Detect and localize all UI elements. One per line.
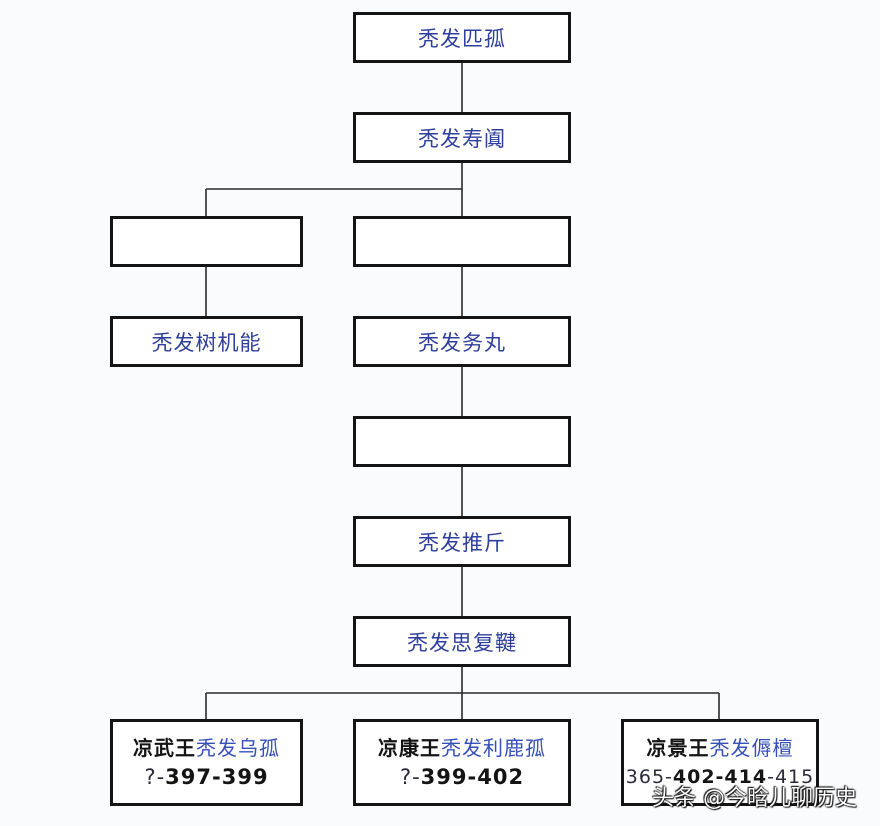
- node-tufa-sifujian: 秃发思复鞬: [353, 616, 571, 667]
- node-ruler-wuwang: 凉武王秃发乌孤 ?-397-399: [110, 719, 303, 806]
- ruler-years-prefix: ?-: [144, 764, 166, 789]
- node-label: 秃发树机能: [151, 330, 262, 355]
- ruler-years-reign: 399-402: [420, 764, 525, 789]
- node-label: 秃发推斤: [418, 530, 506, 555]
- node-label: 秃发匹孤: [418, 26, 506, 51]
- ruler-years: ?-397-399: [144, 762, 268, 792]
- node-label: 秃发务丸: [418, 330, 506, 355]
- ruler-years-prefix: 365-: [625, 765, 673, 788]
- ruler-years: ?-399-402: [400, 762, 524, 792]
- node-blank-middle: [353, 416, 571, 467]
- node-ruler-jingwang: 凉景王秃发傉檀 365-402-414-415: [621, 719, 819, 806]
- node-tufa-pigu: 秃发匹孤: [353, 12, 571, 63]
- ruler-name: 秃发利鹿孤: [441, 735, 546, 760]
- ruler-years-suffix: -415: [767, 765, 815, 788]
- node-label: 秃发思复鞬: [407, 630, 517, 655]
- node-blank-right: [353, 216, 571, 267]
- node-tufa-shujineng: 秃发树机能: [110, 316, 303, 367]
- ruler-years: 365-402-414-415: [626, 762, 814, 792]
- ruler-years-prefix: ?-: [399, 764, 421, 789]
- node-label: 秃发寿阗: [418, 126, 506, 151]
- node-tufa-wuwan: 秃发务丸: [353, 316, 571, 367]
- ruler-name: 秃发傉檀: [709, 735, 794, 760]
- ruler-title: 凉景王秃发傉檀: [647, 734, 794, 762]
- ruler-name: 秃发乌孤: [196, 735, 280, 760]
- ruler-years-reign: 402-414: [672, 765, 768, 788]
- ruler-title: 凉武王秃发乌孤: [133, 734, 280, 762]
- ruler-years-reign: 397-399: [165, 764, 269, 789]
- node-blank-left: [110, 216, 303, 267]
- node-tufa-tuijin: 秃发推斤: [353, 516, 571, 567]
- ruler-title-prefix: 凉武王: [133, 735, 196, 760]
- ruler-title-prefix: 凉康王: [378, 735, 441, 760]
- watermark-text: 头条 @今晗儿聊历史: [652, 786, 857, 811]
- node-tufa-shoutian: 秃发寿阗: [353, 112, 571, 163]
- ruler-title-prefix: 凉景王: [646, 735, 710, 760]
- ruler-title: 凉康王秃发利鹿孤: [378, 734, 546, 762]
- node-ruler-kangwang: 凉康王秃发利鹿孤 ?-399-402: [353, 719, 571, 806]
